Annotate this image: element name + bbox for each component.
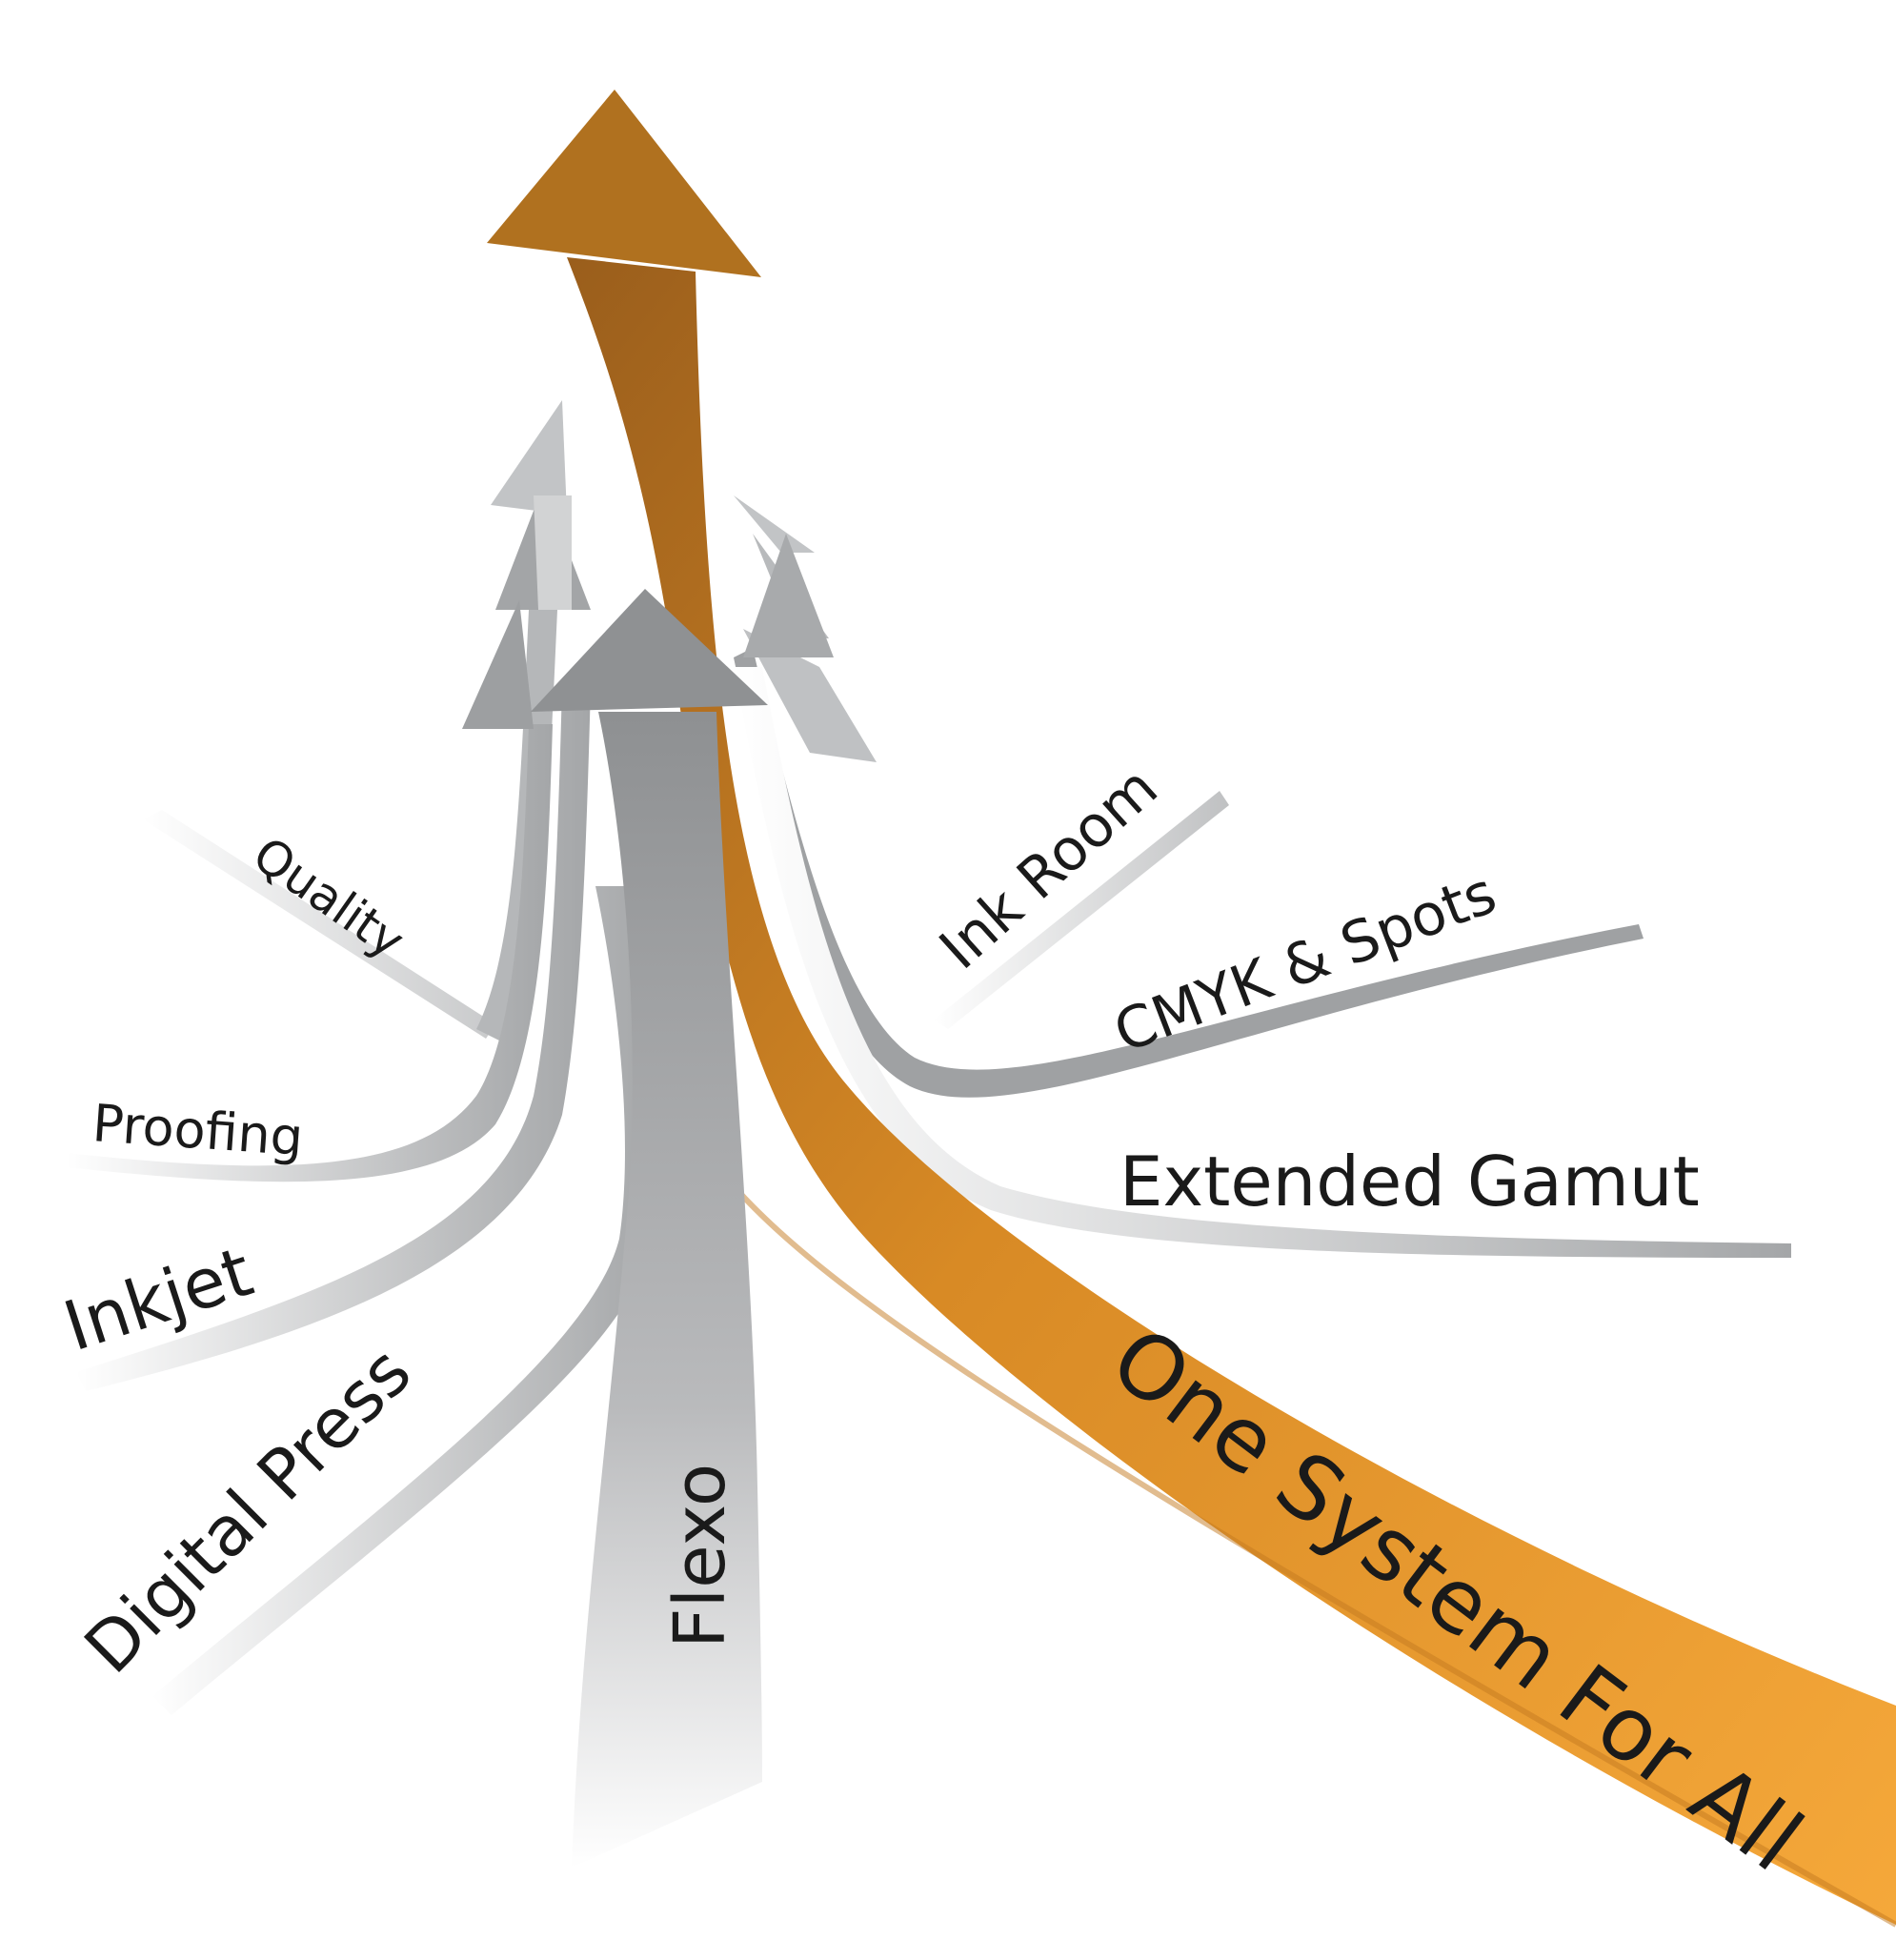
branch-ink-room [734, 495, 1229, 1029]
branch-inkjet [76, 400, 591, 1391]
label-flexo: Flexo [659, 1464, 741, 1648]
label-proofing: Proofing [91, 1093, 305, 1167]
label-extended-gamut: Extended Gamut [1119, 1142, 1700, 1222]
label-cmyk-spots: CMYK & Spots [1105, 859, 1504, 1066]
arrow-head [531, 589, 768, 712]
branch-extended-gamut [734, 534, 1791, 1258]
branch-proofing [67, 600, 553, 1182]
arrow-head [487, 90, 761, 277]
label-one-system-for-all: One System For All [1093, 1307, 1821, 1891]
branch-flexo [531, 589, 768, 1868]
